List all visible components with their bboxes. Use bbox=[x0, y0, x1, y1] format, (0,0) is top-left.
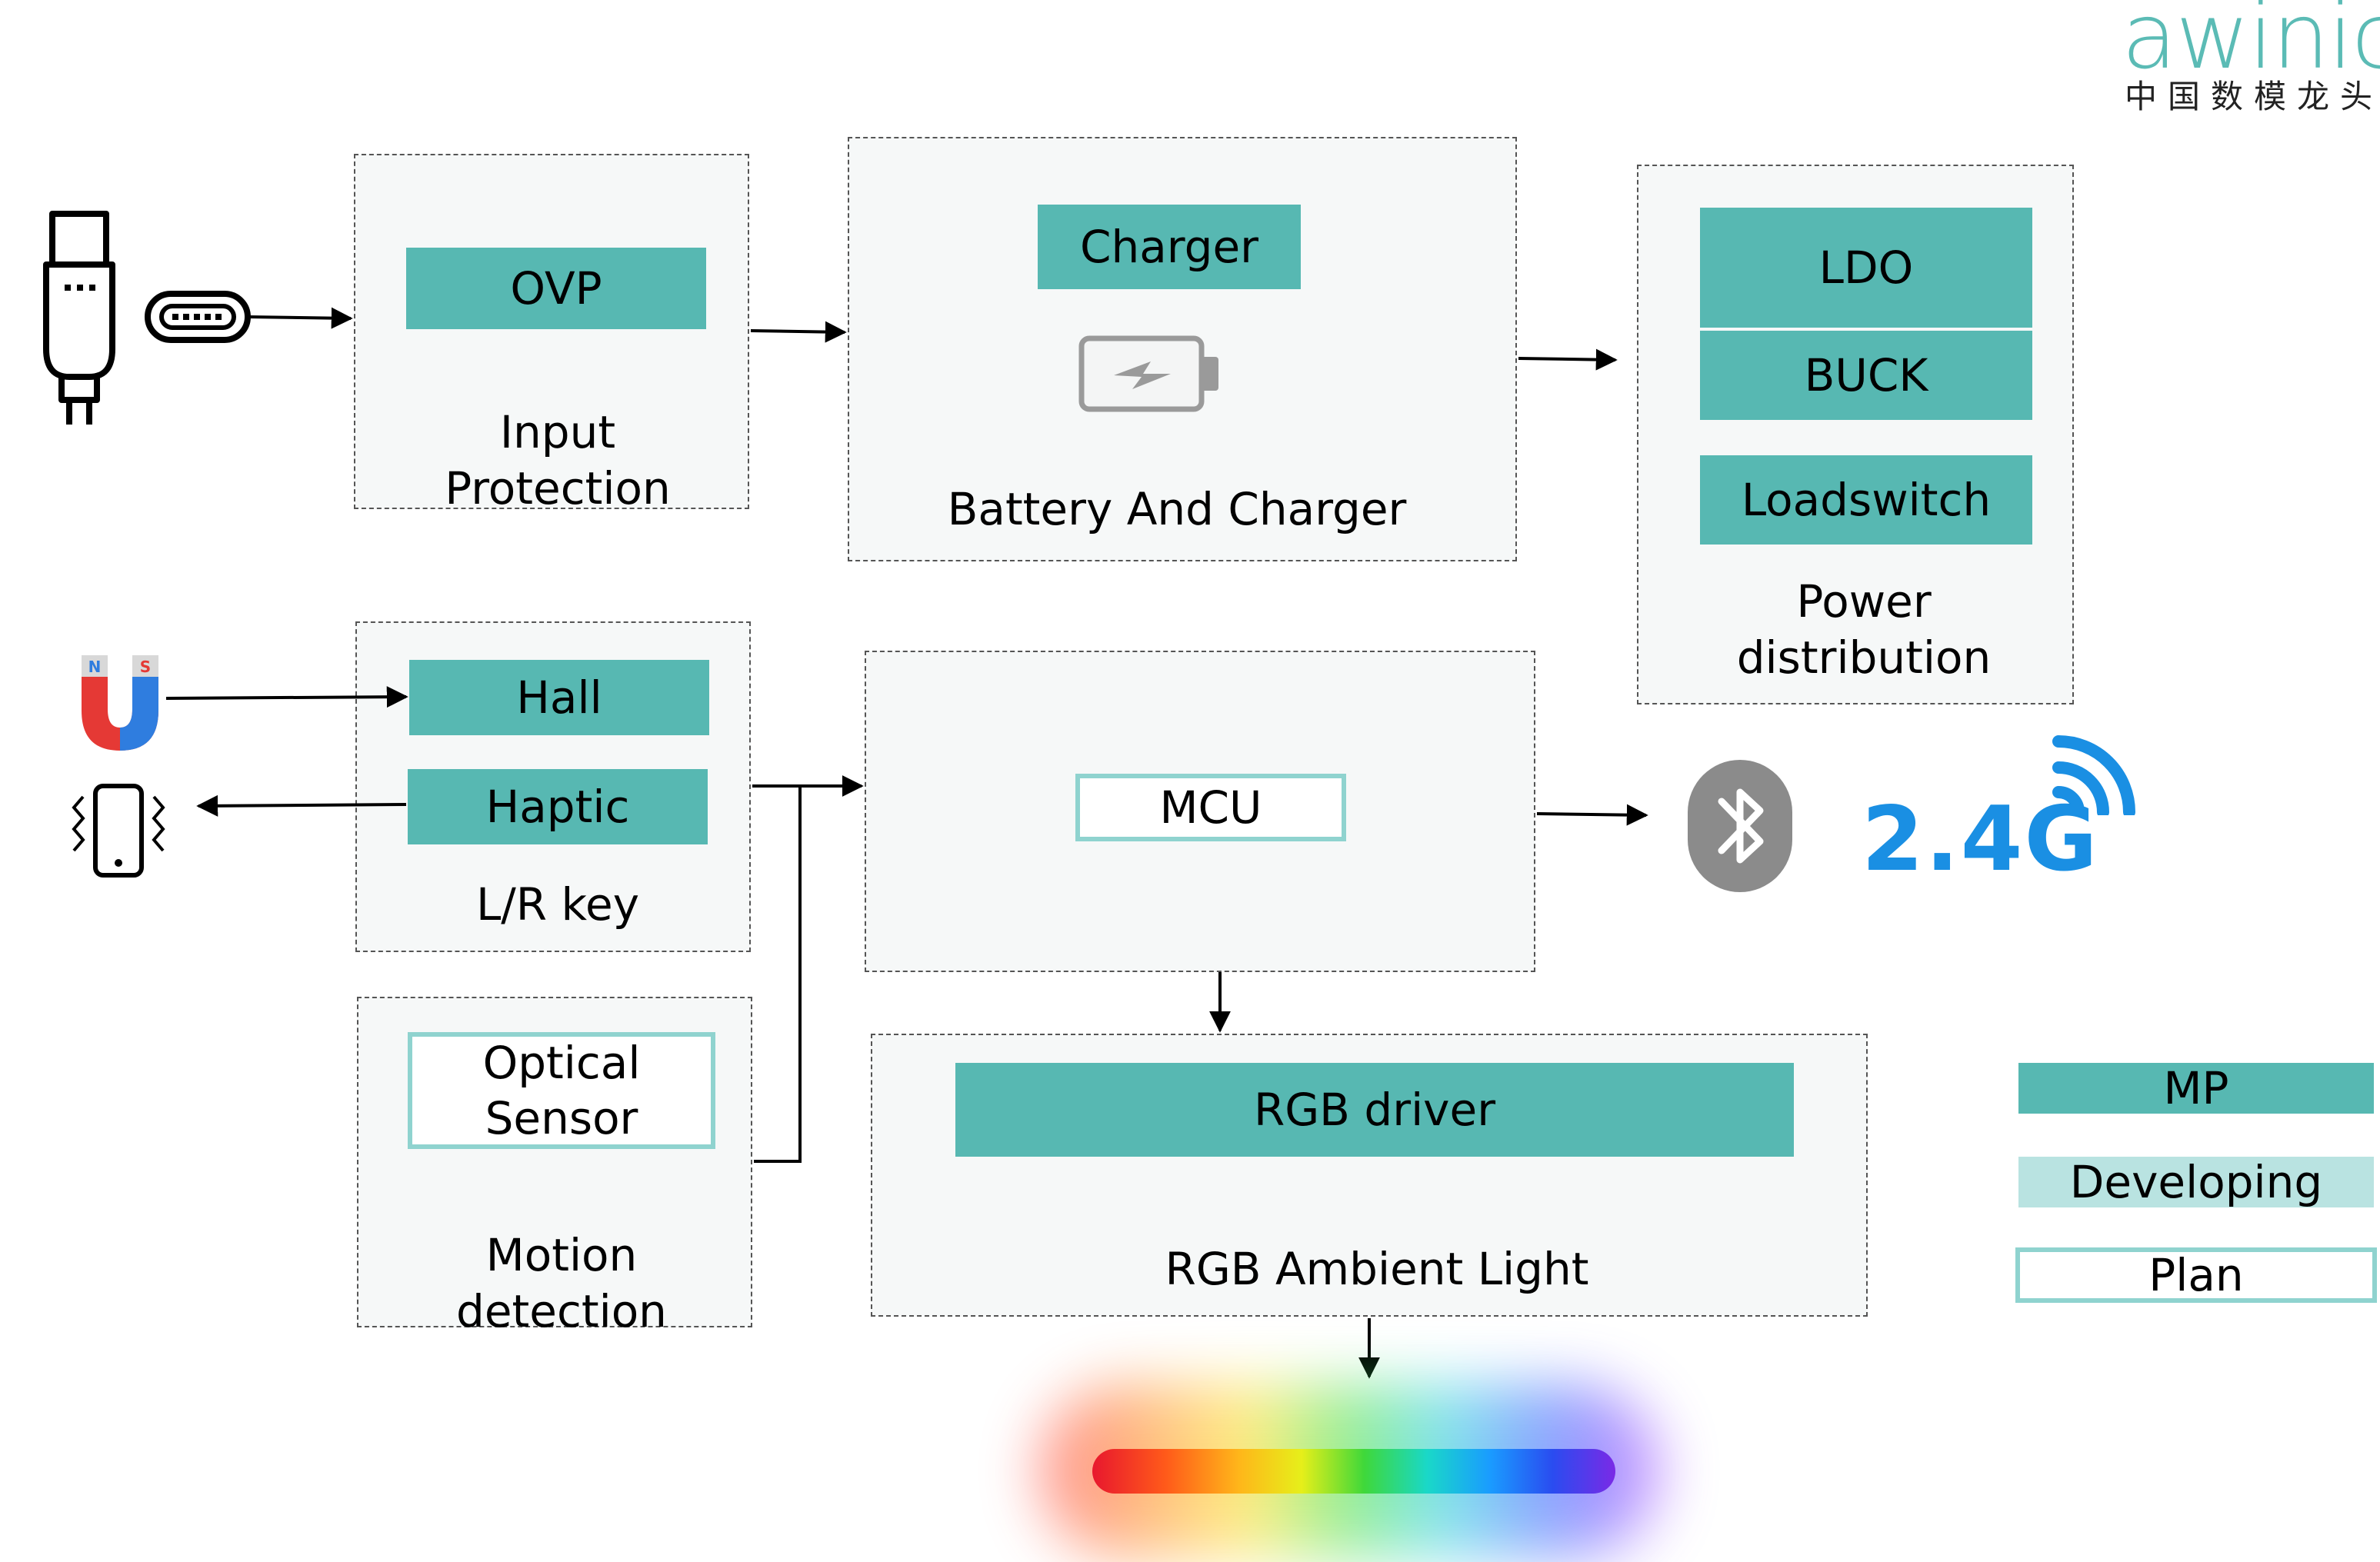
usb-cable-icon bbox=[43, 211, 115, 425]
ovp-to-charger-arrow bbox=[750, 321, 847, 343]
rgb-light-bar-icon bbox=[1092, 1449, 1615, 1494]
legend-plan: Plan bbox=[2015, 1247, 2377, 1303]
battery-charging-icon bbox=[1078, 335, 1218, 412]
usb-to-ovp-arrow bbox=[247, 307, 353, 329]
usb-c-port-icon bbox=[145, 291, 251, 343]
magnet-to-hall-arrow bbox=[165, 686, 408, 708]
rgb-driver-chip: RGB driver bbox=[955, 1063, 1794, 1157]
buck-chip: BUCK bbox=[1700, 331, 2032, 420]
lr-key-title: L/R key bbox=[475, 878, 640, 931]
battery-charger-title: Battery And Charger bbox=[947, 483, 1407, 535]
loadswitch-chip: Loadswitch bbox=[1700, 455, 2032, 545]
svg-text:S: S bbox=[140, 658, 151, 676]
ovp-chip: OVP bbox=[406, 248, 706, 329]
rgb-ambient-title: RGB Ambient Light bbox=[1165, 1243, 1589, 1295]
wireless-2-4g-label: 2.4G bbox=[1862, 788, 2099, 891]
optical-sensor-chip: Optical Sensor bbox=[408, 1032, 715, 1149]
brand-tagline: 中国数模龙头 bbox=[2125, 78, 2380, 115]
charger-chip: Charger bbox=[1038, 205, 1301, 289]
magnet-icon: N S bbox=[82, 655, 158, 751]
svg-text:N: N bbox=[88, 658, 102, 676]
wifi-signal-icon bbox=[2052, 735, 2135, 815]
hall-chip: Hall bbox=[409, 660, 709, 735]
motion-to-mcu-wire bbox=[754, 786, 802, 1163]
haptic-to-phone-arrow bbox=[196, 794, 407, 817]
mcu-to-wireless-arrow bbox=[1536, 804, 1648, 826]
input-protection-title: Input Protection bbox=[445, 406, 671, 515]
brand-name: awinic bbox=[2122, 0, 2380, 89]
optical-sensor-label: Optical Sensor bbox=[482, 1036, 641, 1145]
motion-detection-title: Motion detection bbox=[456, 1229, 667, 1337]
legend-developing: Developing bbox=[2018, 1156, 2374, 1208]
power-distribution-title: Power distribution bbox=[1736, 575, 1992, 684]
charger-to-power-arrow bbox=[1518, 348, 1618, 371]
legend-mp: MP bbox=[2018, 1062, 2374, 1114]
input-protection-block bbox=[354, 154, 749, 509]
haptic-chip: Haptic bbox=[408, 769, 708, 844]
ldo-chip: LDO bbox=[1700, 208, 2032, 328]
mcu-chip: MCU bbox=[1075, 774, 1346, 841]
phone-vibrate-icon bbox=[72, 784, 165, 878]
bluetooth-icon bbox=[1688, 760, 1792, 892]
